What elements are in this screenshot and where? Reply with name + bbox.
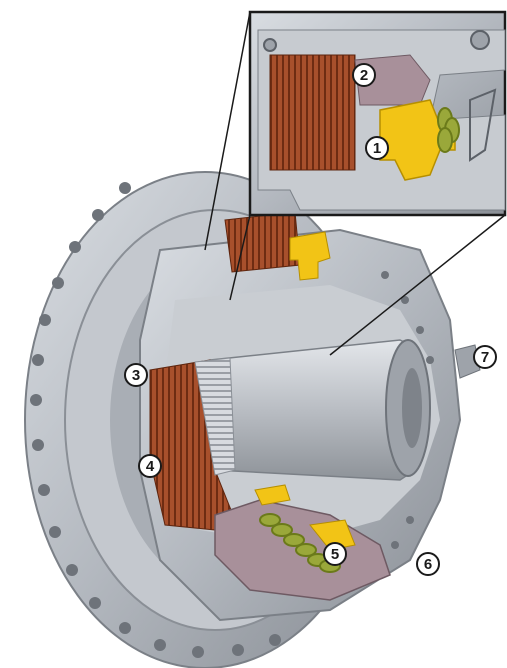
callout-3: 3 bbox=[124, 363, 148, 387]
detail-inset bbox=[204, 10, 507, 356]
callout-6: 6 bbox=[416, 552, 440, 576]
callout-5: 5 bbox=[323, 542, 347, 566]
callout-2: 2 bbox=[352, 63, 376, 87]
callout-7: 7 bbox=[473, 345, 497, 369]
callout-1: 1 bbox=[365, 136, 389, 160]
friction-disc-pack bbox=[149, 357, 236, 531]
hub-shaft bbox=[209, 339, 481, 481]
upper-disc-pack bbox=[224, 211, 331, 281]
callout-4: 4 bbox=[138, 454, 162, 478]
spring-assembly bbox=[214, 484, 391, 601]
